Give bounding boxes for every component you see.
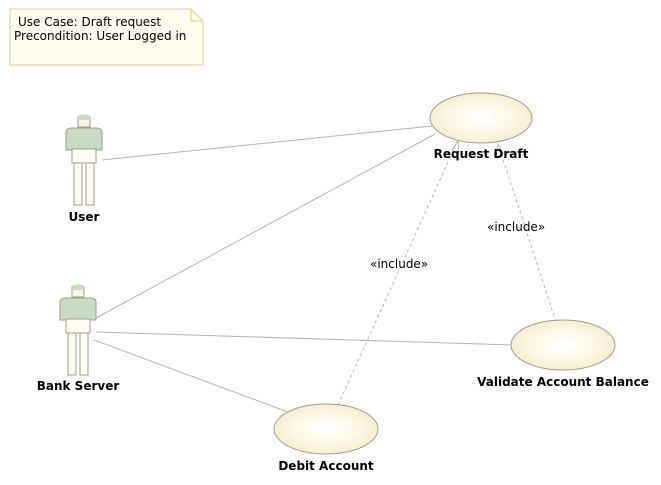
usecase-request-draft-label: Request Draft xyxy=(434,147,529,161)
association-bank-request[interactable] xyxy=(95,133,436,319)
usecase-validate-balance-label: Validate Account Balance xyxy=(477,375,649,389)
actor-bank-server[interactable]: Bank Server xyxy=(37,284,120,394)
usecase-debit-account-label: Debit Account xyxy=(278,459,374,473)
associations xyxy=(93,125,513,413)
note-line-1: Use Case: Draft request xyxy=(18,15,161,29)
association-user-request[interactable] xyxy=(101,125,433,161)
actor-user[interactable]: User xyxy=(65,114,103,225)
usecase-debit-account[interactable]: Debit Account xyxy=(273,403,379,473)
note-line-2: Precondition: User Logged in xyxy=(14,29,186,43)
include-debit-line[interactable] xyxy=(337,139,459,406)
association-bank-debit[interactable] xyxy=(93,339,289,413)
include-label-debit: «include» xyxy=(370,257,428,271)
include-label-validate: «include» xyxy=(487,220,545,234)
actor-user-label: User xyxy=(69,210,100,224)
association-bank-validate[interactable] xyxy=(95,331,513,346)
user-actor-icon xyxy=(65,114,103,206)
include-validate-arrowhead xyxy=(495,142,504,157)
precondition-note[interactable]: Use Case: Draft request Precondition: Us… xyxy=(9,8,204,66)
include-validate-line[interactable] xyxy=(497,143,557,323)
bank-server-actor-icon xyxy=(59,284,97,376)
actor-bank-server-label: Bank Server xyxy=(37,379,120,393)
usecase-request-draft[interactable]: Request Draft xyxy=(429,92,533,161)
include-dependencies xyxy=(337,138,557,406)
usecase-validate-balance[interactable]: Validate Account Balance xyxy=(477,319,649,389)
